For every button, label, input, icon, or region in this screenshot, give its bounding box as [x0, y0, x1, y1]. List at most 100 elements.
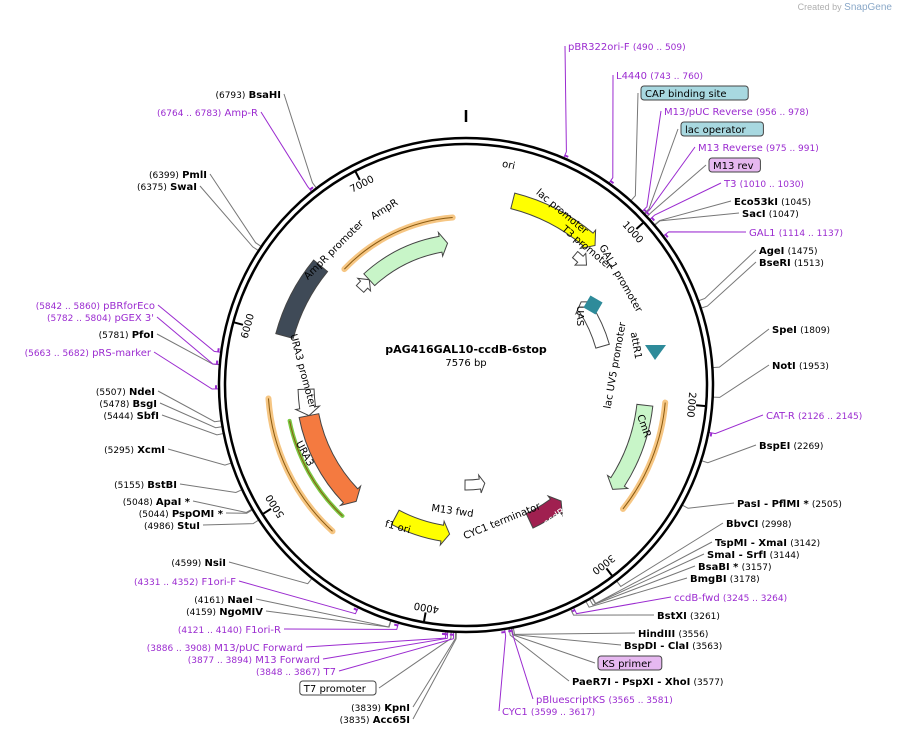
leader-line	[199, 185, 259, 252]
ampr-label: AmpR	[369, 197, 400, 222]
primer-site-mark	[651, 217, 655, 222]
site-range: (3565 .. 3581)	[608, 696, 672, 706]
leader-line	[153, 351, 220, 390]
site-range: (1809)	[800, 326, 830, 336]
site-range: (5782 .. 5804)	[47, 314, 111, 324]
site-name: TspMI - XmaI	[715, 538, 787, 549]
site-label-text: SacI (1047)	[742, 209, 799, 220]
tick-label: 2000	[684, 392, 697, 418]
site-name: Eco53kI	[734, 197, 778, 208]
leader-line	[654, 212, 740, 226]
tick-label: 3000	[590, 552, 617, 576]
site-name: M13 Reverse	[698, 143, 763, 154]
site-range: (6375)	[137, 183, 167, 193]
site-range: (1010 .. 1030)	[740, 180, 804, 190]
leader-line	[630, 92, 639, 202]
site-label-text: NotI (1953)	[772, 361, 829, 372]
ampr-promoter-label: AmpR promoter	[302, 218, 367, 283]
enzyme-label: SacI (1047)	[742, 209, 799, 220]
site-name: AgeI	[759, 246, 784, 257]
site-range: (4986)	[144, 522, 174, 532]
site-range: (3556)	[678, 630, 708, 640]
enzyme-label: (4161) NaeI	[194, 595, 253, 606]
primer-site-mark	[501, 630, 506, 634]
enzyme-label: (6793) BsaHI	[215, 90, 281, 101]
feature-box-label: M13 rev	[708, 157, 761, 173]
leader-line	[698, 249, 757, 302]
enzyme-label: (3835) Acc65I	[340, 715, 410, 726]
site-range: (6793)	[215, 91, 245, 101]
enzyme-label: SmaI - SrfI (3144)	[707, 550, 800, 561]
site-label-text: CYC1 (3599 .. 3617)	[502, 707, 595, 718]
site-label-text: SpeI (1809)	[772, 325, 830, 336]
site-name: SpeI	[772, 325, 797, 336]
primer-site-mark	[609, 180, 615, 184]
site-name: PaeR7I - PspXI - XhoI	[572, 677, 690, 688]
enzyme-label: (6399) PmlI	[149, 170, 207, 181]
feature-box-label: lac operator	[680, 121, 764, 137]
site-name: SbfI	[137, 411, 159, 422]
site-name: SwaI	[170, 182, 197, 193]
box-label-text: M13 rev	[713, 161, 754, 172]
orange-arc-ura3-core	[267, 398, 333, 532]
leader-line	[283, 93, 318, 189]
enzyme-label: PasI - PflMI * (2505)	[737, 499, 842, 510]
site-label-text: (5444) SbfI	[103, 411, 159, 422]
enzyme-label: HindIII (3556)	[638, 629, 708, 640]
leader-line	[159, 402, 223, 429]
site-range: (1513)	[794, 259, 824, 269]
primer-site-mark	[393, 623, 399, 627]
site-range: (3563)	[692, 642, 722, 652]
enzyme-label: (5507) NdeI	[96, 387, 155, 398]
primer-label: CYC1 (3599 .. 3617)	[502, 707, 595, 718]
leader-line	[156, 316, 220, 366]
leader-line	[202, 519, 260, 526]
site-name: T7	[323, 667, 336, 678]
primer-label: (6764 .. 6783) Amp-R	[157, 108, 258, 119]
enzyme-label: (5478) BsgI	[99, 399, 157, 410]
feature-box-label: KS primer	[597, 655, 663, 671]
site-label-text: (5842 .. 5860) pBRforEco	[36, 301, 155, 312]
site-range: (2126 .. 2145)	[798, 412, 862, 422]
feature-cyc1-terminator	[464, 473, 486, 494]
primer-label: (4121 .. 4140) F1ori-R	[178, 625, 281, 636]
enzyme-label: BsaBI * (3157)	[698, 562, 772, 573]
leader-line	[412, 631, 457, 708]
box-label-text: T7 promoter	[303, 684, 367, 695]
site-label-text: (4986) StuI	[144, 521, 200, 532]
leader-line	[570, 608, 655, 616]
label-box	[640, 85, 749, 101]
leader-line	[225, 509, 254, 514]
site-label-text: TspMI - XmaI (3142)	[715, 538, 820, 549]
site-label-text: (4331 .. 4352) F1ori-F	[134, 577, 236, 588]
feature-highlights	[265, 214, 669, 535]
site-name: pGEX 3'	[114, 313, 154, 324]
site-range: (956 .. 978)	[756, 108, 809, 118]
site-range: (6399)	[149, 171, 179, 181]
site-name: M13/pUC Forward	[214, 643, 303, 654]
primer-site-mark	[353, 607, 358, 611]
site-label-text: BbvCI (2998)	[726, 519, 791, 530]
site-range: (3848 .. 3867)	[256, 668, 320, 678]
site-name: BstBI	[147, 480, 177, 491]
site-label-text: (5507) NdeI	[96, 387, 155, 398]
feature-box-label: CAP binding site	[640, 85, 749, 101]
primer-label: T3 (1010 .. 1030)	[723, 179, 804, 190]
primer-label: (5782 .. 5804) pGEX 3'	[47, 313, 154, 324]
feature-box-label: T7 promoter	[299, 680, 377, 696]
leader-line	[179, 483, 243, 494]
site-label-text: (3848 .. 3867) T7	[256, 667, 336, 678]
tick-mark	[261, 507, 272, 516]
primer-label: ccdB-fwd (3245 .. 3264)	[674, 593, 787, 604]
box-label-text: KS primer	[602, 659, 652, 670]
site-label-text: (5782 .. 5804) pGEX 3'	[47, 313, 154, 324]
enzyme-label: NotI (1953)	[772, 361, 829, 372]
tick-label: 4000	[413, 599, 440, 614]
primer-label: CAT-R (2126 .. 2145)	[766, 411, 862, 422]
site-range: (3144)	[770, 551, 800, 561]
primer-site-mark	[217, 348, 220, 353]
primer-label: pBR322ori-F (490 .. 509)	[568, 42, 686, 53]
site-name: NotI	[772, 361, 796, 372]
green-arc-ura3-core	[289, 420, 343, 517]
uas-marker	[583, 295, 603, 315]
